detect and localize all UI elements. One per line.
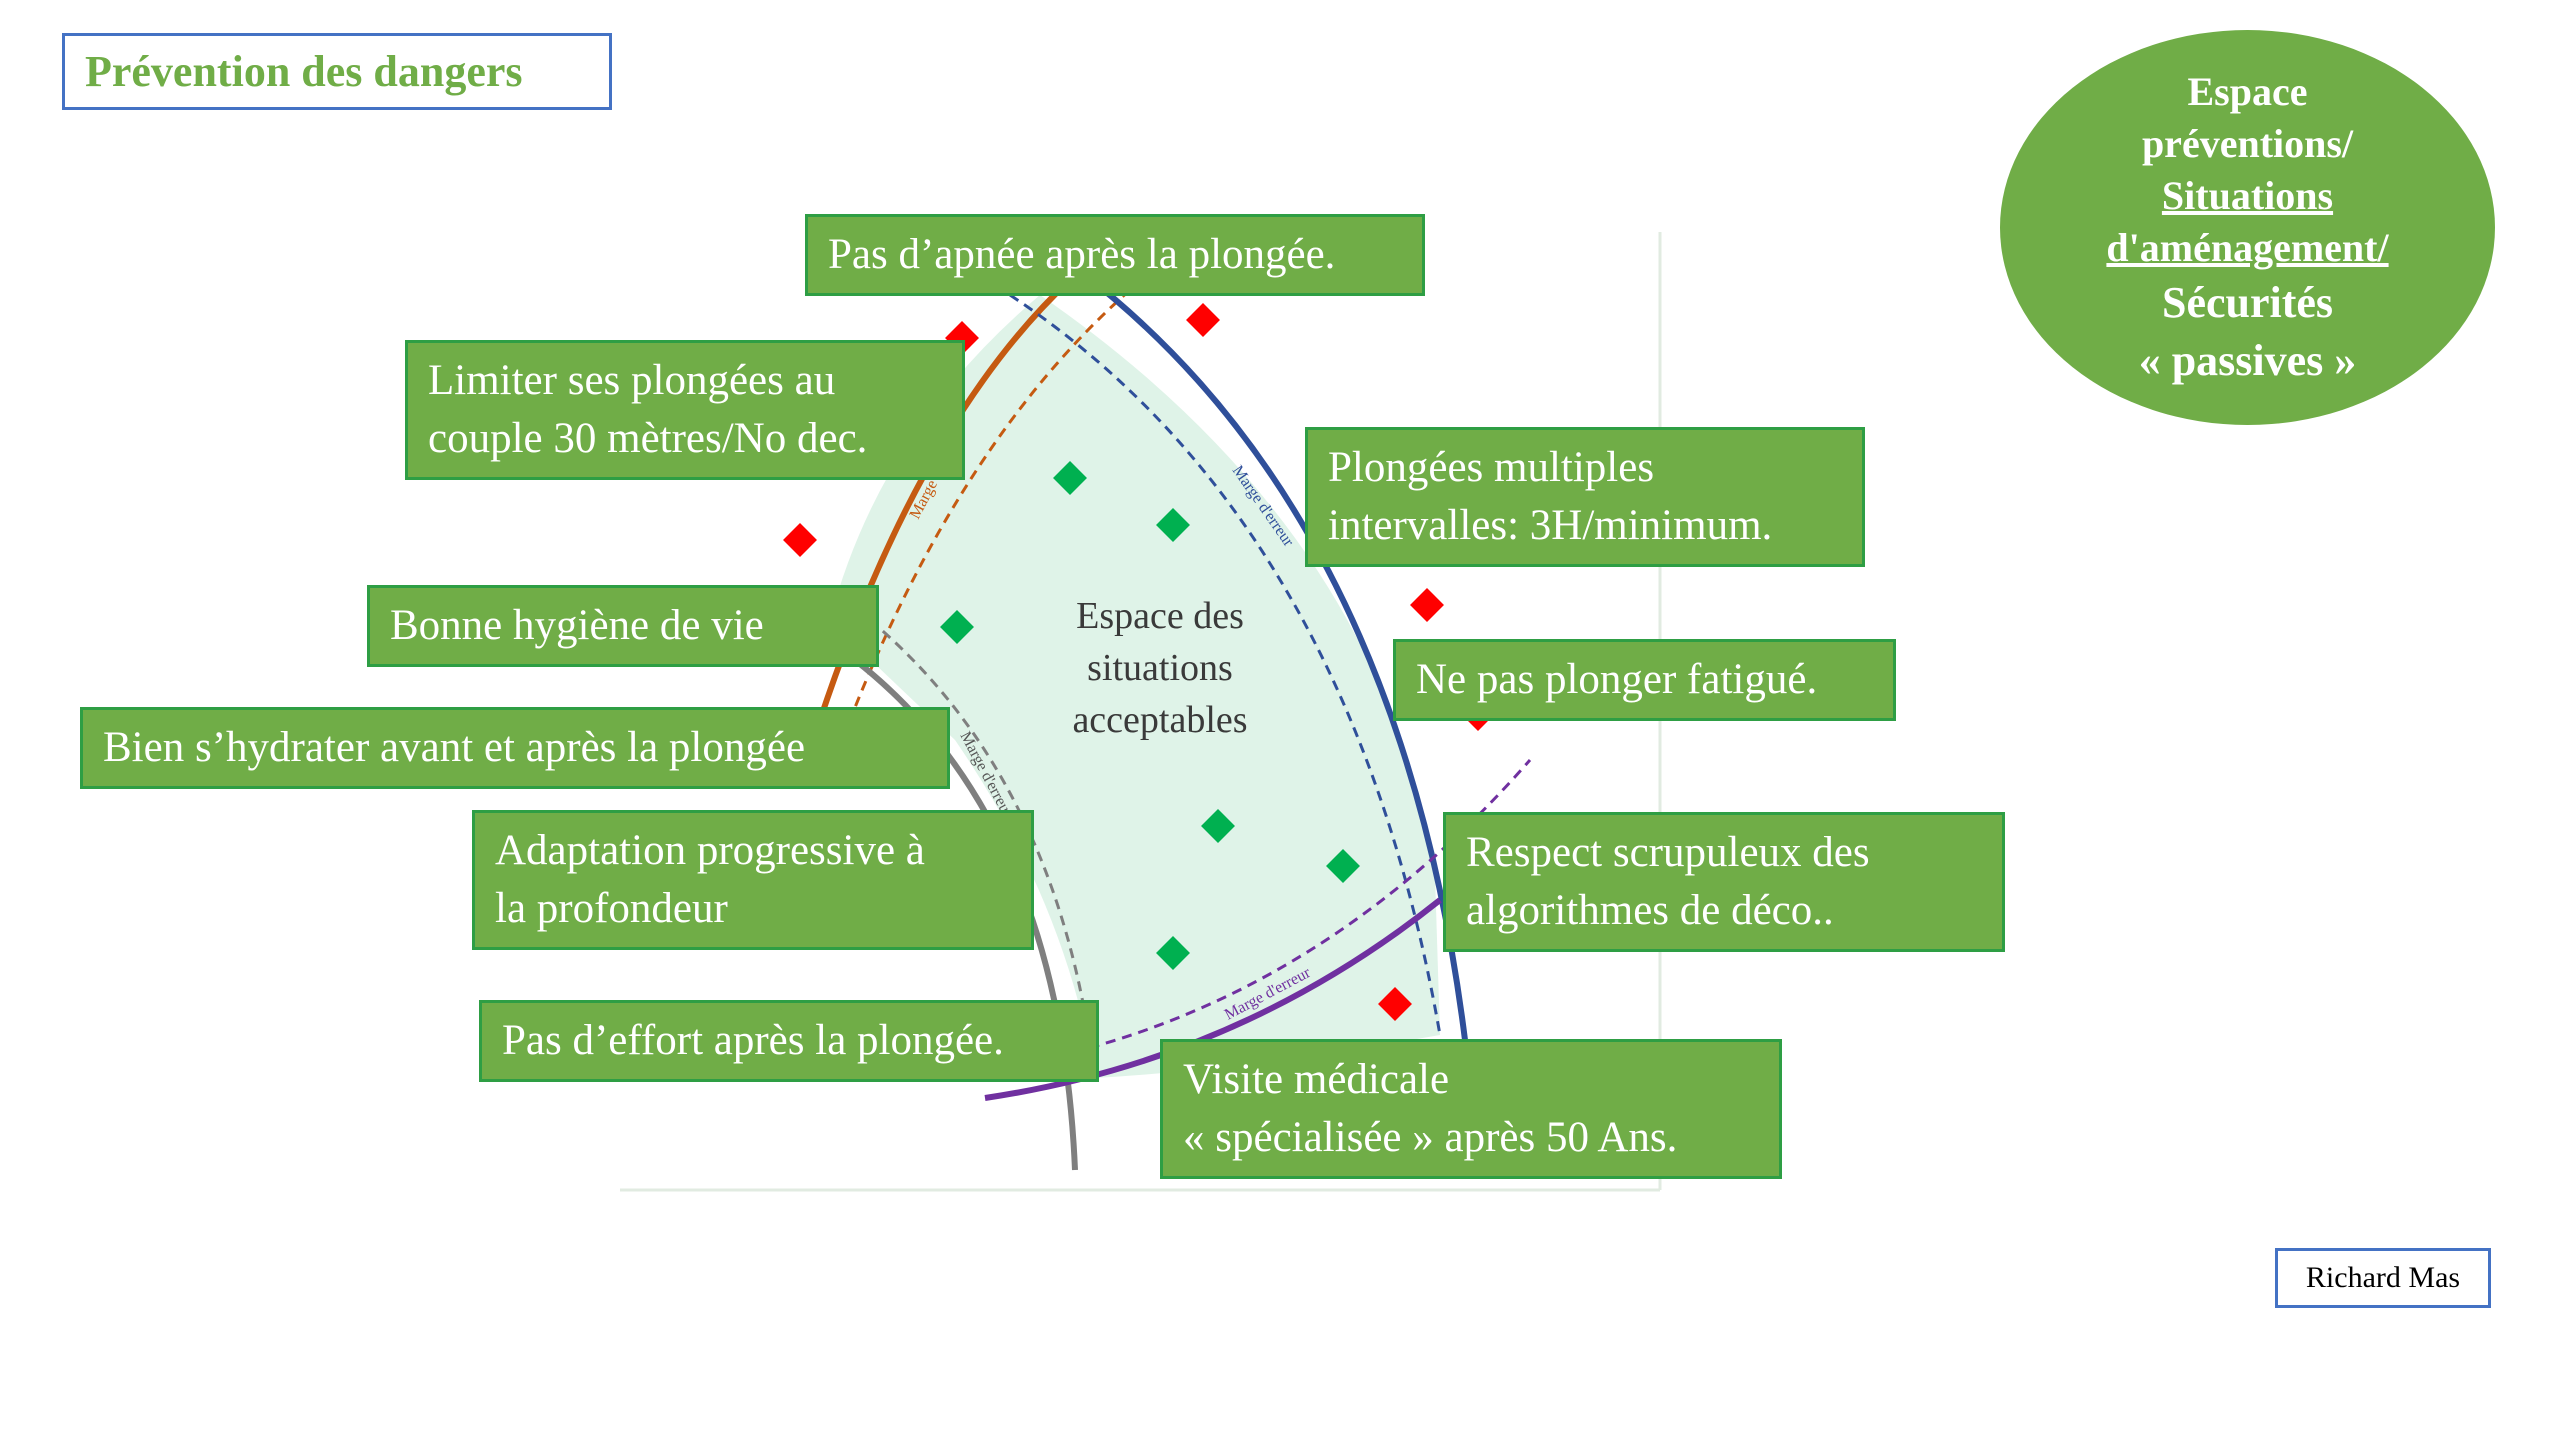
- card-progressive-depth: Adaptation progressive à la profondeur: [472, 810, 1034, 950]
- ellipse-line-3: Situations: [2161, 172, 2334, 218]
- card-text-line: couple 30 mètres/No dec.: [428, 415, 868, 462]
- card-limit-dives: Limiter ses plongées au couple 30 mètres…: [405, 340, 965, 480]
- red-diamond-icon: [1410, 588, 1444, 622]
- card-healthy-life: Bonne hygiène de vie: [367, 585, 879, 667]
- card-text-line: Pas d’apnée après la plongée.: [828, 231, 1336, 278]
- prevention-space-ellipse: Espace préventions/ Situations d'aménage…: [2000, 30, 2495, 425]
- card-text-line: Limiter ses plongées au: [428, 357, 836, 404]
- card-text-line: Plongées multiples: [1328, 444, 1655, 491]
- card-no-apnea: Pas d’apnée après la plongée.: [805, 214, 1425, 296]
- card-medical-visit: Visite médicale « spécialisée » après 50…: [1160, 1039, 1782, 1179]
- card-multiple-dives: Plongées multiples intervalles: 3H/minim…: [1305, 427, 1865, 567]
- green-diamond-icon: [1201, 809, 1235, 843]
- blue-boundary-curve: [1083, 272, 1468, 1041]
- card-hydrate: Bien s’hydrater avant et après la plongé…: [80, 707, 950, 789]
- author-label: Richard Mas: [2275, 1248, 2491, 1308]
- ellipse-line-2: préventions/: [2141, 120, 2354, 166]
- card-no-effort: Pas d’effort après la plongée.: [479, 1000, 1099, 1082]
- acceptable-space-label: Espace des situations acceptables: [1010, 590, 1310, 746]
- acceptable-zone: [830, 295, 1440, 1078]
- card-text-line: Adaptation progressive à: [495, 827, 925, 874]
- green-diamond-icon: [1156, 508, 1190, 542]
- blue-margin-curve: [1009, 293, 1442, 1036]
- red-diamond-icon: [783, 523, 817, 557]
- card-text-line: Bonne hygiène de vie: [390, 602, 764, 649]
- card-text-line: la profondeur: [495, 885, 728, 932]
- green-diamond-icon: [1053, 461, 1087, 495]
- center-label-line: situations: [1087, 647, 1233, 689]
- card-deco-algorithms: Respect scrupuleux des algorithmes de dé…: [1443, 812, 2005, 952]
- card-text-line: « spécialisée » après 50 Ans.: [1183, 1114, 1678, 1161]
- ellipse-line-5: Sécurités: [2161, 277, 2334, 327]
- green-diamond-icon: [1326, 849, 1360, 883]
- purple-boundary-curve: [984, 897, 1442, 1101]
- ellipse-line-4: d'aménagement/: [2106, 224, 2389, 270]
- ellipse-line-1: Espace: [2187, 68, 2308, 114]
- card-text-line: Pas d’effort après la plongée.: [502, 1017, 1004, 1064]
- card-text-line: algorithmes de déco..: [1466, 887, 1834, 934]
- red-diamond-icon: [1186, 303, 1220, 337]
- card-text-line: Bien s’hydrater avant et après la plongé…: [103, 724, 806, 771]
- orange-margin-curve: [848, 288, 1131, 721]
- ellipse-line-6: « passives »: [2138, 335, 2357, 385]
- card-text-line: Visite médicale: [1183, 1056, 1450, 1103]
- card-not-tired: Ne pas plonger fatigué.: [1393, 639, 1896, 721]
- center-label-line: Espace des: [1076, 595, 1244, 637]
- grey-margin-curve: [869, 618, 1097, 1081]
- slide-title: Prévention des dangers: [62, 33, 612, 110]
- card-text-line: intervalles: 3H/minimum.: [1328, 502, 1773, 549]
- green-diamond-icon: [1156, 936, 1190, 970]
- red-diamond-icon: [1378, 987, 1412, 1021]
- center-label-line: acceptables: [1072, 699, 1248, 741]
- card-text-line: Respect scrupuleux des: [1466, 829, 1870, 876]
- card-text-line: Ne pas plonger fatigué.: [1416, 656, 1818, 703]
